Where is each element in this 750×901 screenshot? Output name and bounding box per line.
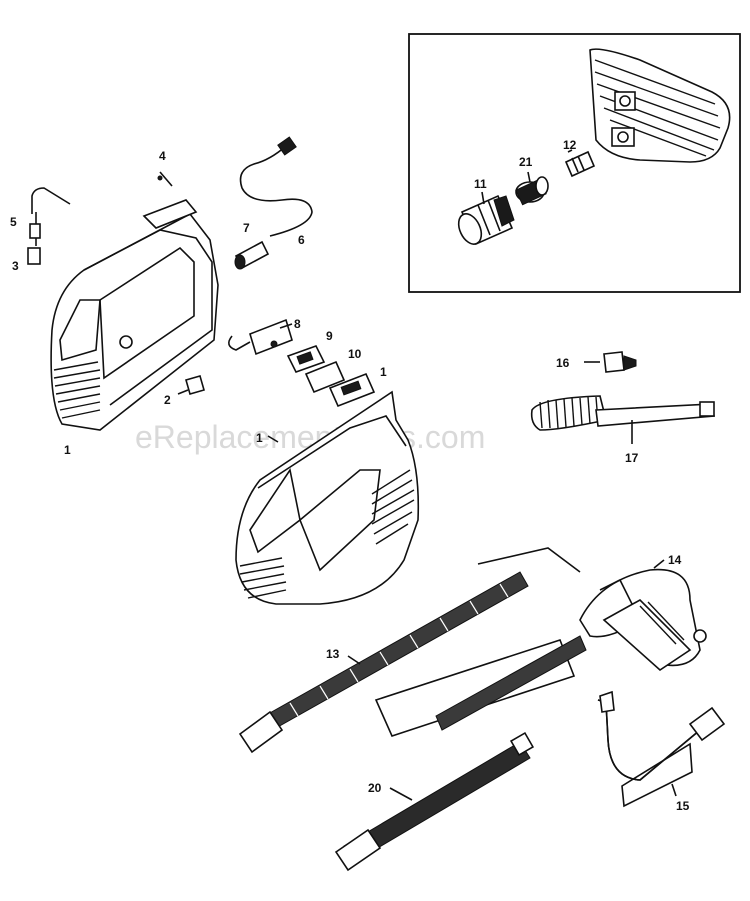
part-16-lance (597, 690, 726, 808)
callout-21: 21 (519, 155, 533, 169)
part-13-adapter (564, 150, 596, 178)
callout-4: 4 (159, 149, 166, 163)
callout-16-nozzle: 16 (556, 356, 570, 370)
callout-8: 9 (326, 329, 333, 343)
callout-14: 13 (326, 647, 340, 661)
part-20-wand (334, 731, 535, 872)
callout-3: 5 (10, 215, 17, 229)
callout-7: 8 (294, 317, 301, 331)
part-6-strain-relief (234, 240, 270, 270)
part-9-switch-cover (304, 360, 346, 394)
part-16-nozzle (584, 351, 637, 373)
part-14-hose (238, 547, 587, 754)
inset-detail: 12 21 11 (408, 33, 741, 293)
rear-housing (50, 212, 219, 431)
part-3-lever (29, 187, 71, 246)
callout-6: 7 (243, 221, 250, 235)
callout-17: 17 (625, 451, 639, 465)
part-17-brush (530, 395, 715, 431)
callout-5: 6 (298, 233, 305, 247)
callout-13: 12 (563, 138, 577, 152)
front-housing (235, 390, 420, 605)
part-15-spray-gun (579, 568, 707, 672)
callout-1-front: 1 (256, 431, 263, 445)
part-5-power-cord (239, 136, 313, 237)
callout-10: 1 (380, 365, 387, 379)
part-4-gasket (142, 199, 198, 229)
callout-2: 3 (12, 259, 19, 273)
part-11-foot (185, 375, 205, 395)
inset-outlet-upper (614, 91, 636, 111)
inset-frame (408, 33, 741, 293)
part-12-quick-connect (457, 194, 515, 246)
callout-16-lance: 15 (676, 799, 690, 813)
callout-11: 2 (164, 393, 171, 407)
part-21-coupler (515, 176, 549, 206)
part-2-cap (27, 247, 41, 265)
callout-9: 10 (348, 347, 362, 361)
callout-12: 11 (474, 177, 487, 191)
callout-1-rear: 1 (64, 443, 71, 457)
callout-15: 14 (668, 553, 682, 567)
callout-20: 20 (368, 781, 382, 795)
part-7-switch (228, 318, 293, 356)
inset-outlet-lower (611, 127, 635, 147)
